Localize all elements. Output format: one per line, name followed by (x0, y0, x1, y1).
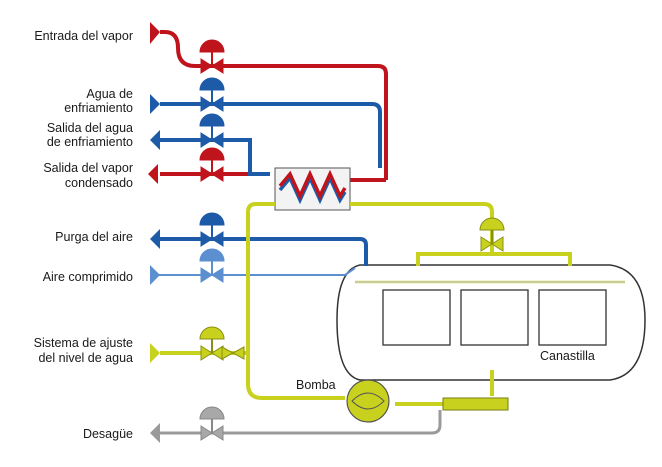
label-steam-inlet: Entrada del vapor (34, 29, 133, 43)
cooling-water-valve-icon (199, 77, 225, 112)
label-air-purge: Purga del aire (55, 230, 133, 244)
label-cooling-out-2: de enfriamiento (47, 135, 133, 149)
steam-arrows (148, 22, 160, 184)
label-compressed-air: Aire comprimido (43, 270, 133, 284)
ejector (442, 397, 509, 411)
label-level-1: Sistema de ajuste (34, 336, 133, 350)
label-cooling-out-1: Salida del agua (47, 121, 133, 135)
water-arrows (150, 94, 160, 249)
air-purge-arrow-icon (150, 229, 160, 249)
cooling-water-outlet-arrow-icon (150, 130, 160, 150)
air-purge-valve-icon (199, 212, 225, 247)
condensate-outlet-arrow-icon (148, 164, 158, 184)
label-pump: Bomba (296, 378, 336, 392)
pump-icon (346, 379, 390, 423)
condensate-valve-icon (199, 147, 225, 182)
label-level-2: del nivel de agua (38, 351, 133, 365)
level-valve-icon (199, 326, 225, 361)
level-inlet-arrow-icon (150, 343, 160, 363)
basket-compartment-2 (460, 289, 529, 346)
label-condensate-1: Salida del vapor (43, 161, 133, 175)
steam-inlet-arrow-icon (150, 22, 160, 44)
check-valve-icon (221, 346, 245, 360)
label-basket: Canastilla (540, 349, 595, 363)
compressed-air-valve-icon (199, 248, 225, 283)
compressed-air-arrow-icon (150, 265, 160, 285)
label-cooling-water-2: enfriamiento (64, 101, 133, 115)
heat-exchanger (274, 167, 351, 211)
vessel: Canastilla (336, 264, 646, 381)
compressed-air-line (155, 267, 356, 276)
basket-compartment-1 (382, 289, 451, 346)
drain-valve-icon (199, 406, 225, 441)
cooling-outlet-valve-icon (199, 113, 225, 148)
label-condensate-2: condensado (65, 176, 133, 190)
basket-compartment-3 (538, 289, 607, 346)
label-drain: Desagüe (83, 427, 133, 441)
steam-inlet-valve-icon (199, 39, 225, 74)
cooling-water-inlet-arrow-icon (150, 94, 160, 114)
label-cooling-water-1: Agua de (86, 87, 133, 101)
labels: Entrada del vapor Agua de enfriamiento S… (34, 29, 133, 441)
drain-line (160, 410, 442, 435)
drain-arrow-icon (150, 423, 160, 443)
